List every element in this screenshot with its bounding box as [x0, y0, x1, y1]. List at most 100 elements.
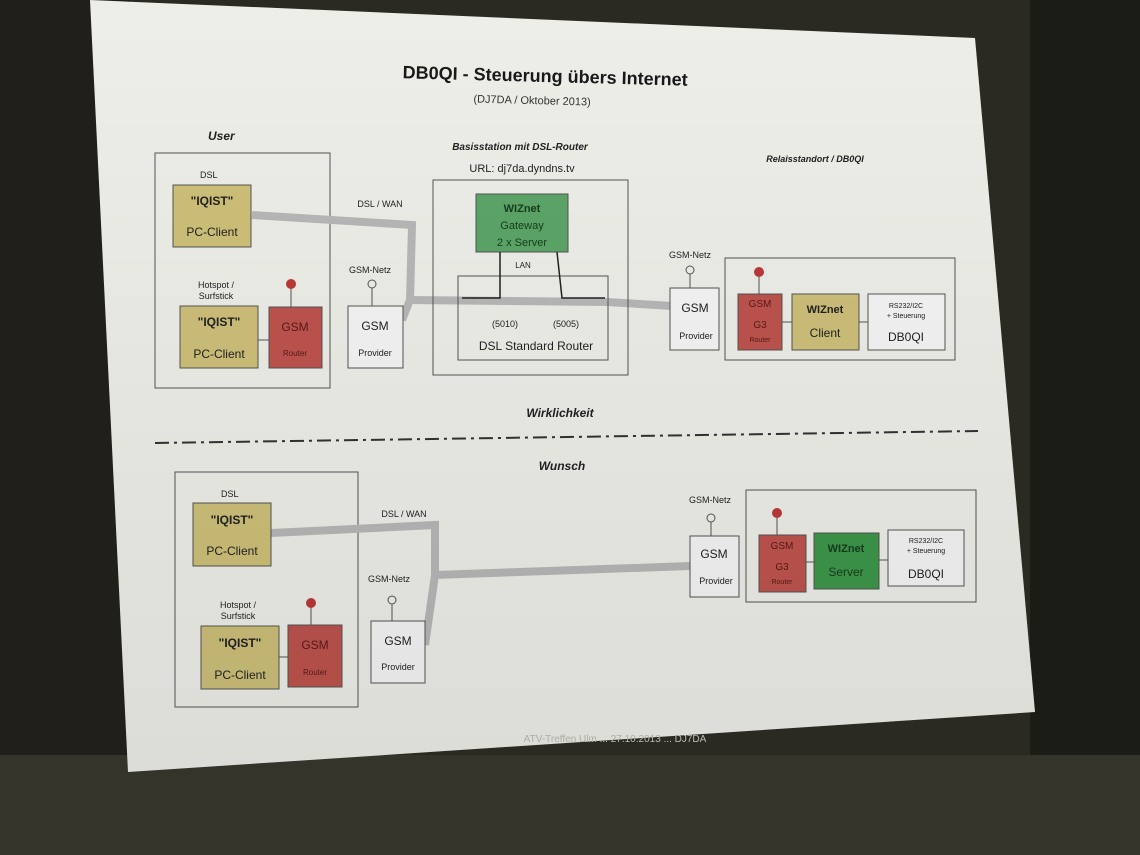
- top-lan-link-2: [556, 251, 605, 299]
- top-gsm-line-2: [606, 298, 673, 310]
- top-dsl-wan-label: DSL / WAN: [357, 199, 402, 209]
- bottom-gsm-g3-router[interactable]: [758, 534, 807, 593]
- top-dsl-label: DSL: [200, 170, 218, 180]
- top-gsm-provider-1-sub: Provider: [358, 348, 392, 358]
- bottom-pc-client-2-title: "IQIST": [219, 636, 262, 650]
- top-basis-label: Basisstation mit DSL-Router: [452, 142, 589, 153]
- bottom-dsl-wan-label: DSL / WAN: [381, 509, 426, 519]
- bottom-pc-client-1-sub: PC-Client: [206, 544, 258, 558]
- top-g3-router-antenna-tip: [754, 267, 764, 277]
- top-gsm-router-antenna-tip: [286, 279, 296, 289]
- top-db0qi-line1: RS232/I2C: [889, 303, 923, 310]
- bottom-gsm-provider-2[interactable]: [689, 535, 740, 598]
- dash-dot-divider: [154, 430, 979, 444]
- top-basis-box: [432, 179, 629, 376]
- top-wiznet-client-sub: Client: [810, 326, 841, 340]
- top-db0qi[interactable]: [867, 293, 946, 351]
- bottom-db0qi-title: DB0QI: [908, 567, 944, 581]
- room-background-bottom: [0, 755, 1140, 855]
- bottom-wunsch-label: Wunsch: [539, 459, 585, 473]
- top-gsm-router[interactable]: [268, 306, 323, 369]
- bottom-gsm-provider-1-title: GSM: [384, 634, 411, 648]
- bottom-pc-client-1-title: "IQIST": [211, 513, 254, 527]
- top-pc-client-2-sub: PC-Client: [193, 347, 245, 361]
- top-wiznet-gateway-title: WIZnet: [504, 203, 541, 215]
- top-wiznet-gateway[interactable]: [475, 193, 569, 253]
- top-wiznet-client[interactable]: [791, 293, 860, 351]
- top-gsm-g3-router-title: GSM: [749, 299, 772, 310]
- top-gsm-g3-router[interactable]: [737, 293, 783, 351]
- slide-subtitle: (DJ7DA / Oktober 2013): [473, 93, 591, 108]
- wirklichkeit-label: Wirklichkeit: [526, 406, 594, 420]
- top-user-label: User: [208, 129, 236, 143]
- top-gsm-provider-2[interactable]: [669, 287, 720, 351]
- bottom-user-box: [174, 471, 359, 708]
- bottom-gsm-router-sub: Router: [303, 668, 327, 677]
- bottom-g3-router-antenna-tip: [772, 508, 782, 518]
- top-port-1: (5010): [492, 319, 518, 329]
- top-dsl-router-label: DSL Standard Router: [479, 339, 593, 353]
- bottom-gsm-router-antenna-tip: [306, 598, 316, 608]
- top-gsm-provider-2-sub: Provider: [679, 331, 713, 341]
- top-pc-client-1[interactable]: [172, 184, 252, 248]
- top-dsl-wan-line: [251, 211, 608, 306]
- top-gsm-provider-1[interactable]: [347, 305, 404, 369]
- top-gsm-provider-2-title: GSM: [681, 301, 708, 315]
- top-pc-client-2-title: "IQIST": [198, 315, 241, 329]
- bottom-gsm-router[interactable]: [287, 624, 343, 688]
- room-background-right: [1030, 0, 1140, 855]
- top-hotspot-label-2: Surfstick: [199, 291, 234, 301]
- top-hotspot-label-1: Hotspot /: [198, 280, 235, 290]
- bottom-hotspot-label-1: Hotspot /: [220, 600, 257, 610]
- top-wiznet-client-title: WIZnet: [807, 304, 844, 316]
- bottom-wiznet-server[interactable]: [813, 532, 880, 590]
- bottom-db0qi-line2: + Steuerung: [907, 548, 945, 555]
- bottom-gsm-netz-label-1: GSM-Netz: [368, 574, 411, 584]
- top-gsm-router-sub: Router: [283, 349, 307, 358]
- bottom-gsm-provider-2-sub: Provider: [699, 576, 733, 586]
- bottom-gsm-provider-2-title: GSM: [700, 547, 727, 561]
- top-gsm-netz-label-1: GSM-Netz: [349, 265, 392, 275]
- bottom-gsm-provider-2-antenna: [706, 513, 716, 523]
- top-relais-label: Relaisstandort / DB0QI: [766, 154, 864, 164]
- top-pc-client-1-title: "IQIST": [191, 194, 234, 208]
- bottom-gsm-line: [421, 574, 439, 646]
- top-gsm-provider-1-title: GSM: [361, 319, 388, 333]
- top-pc-client-1-sub: PC-Client: [186, 225, 238, 239]
- bottom-gsm-provider-1[interactable]: [370, 620, 426, 684]
- bottom-db0qi-line1: RS232/I2C: [909, 538, 943, 545]
- bottom-gsm-provider-1-sub: Provider: [381, 662, 415, 672]
- bottom-gsm-g3-router-line2: G3: [775, 562, 789, 573]
- top-gsm-g3-router-line3: Router: [749, 337, 771, 344]
- top-gsm-provider-1-antenna: [367, 279, 377, 289]
- bottom-hotspot-label-2: Surfstick: [221, 611, 256, 621]
- bottom-pc-client-2-sub: PC-Client: [214, 668, 266, 682]
- top-lan-link-1: [462, 252, 501, 299]
- top-gsm-provider-2-antenna: [685, 265, 695, 275]
- slide-footer: ATV-Treffen Ulm ... 27.10.2013 ... DJ7DA: [524, 734, 707, 745]
- top-gsm-g3-router-line2: G3: [753, 320, 767, 331]
- top-wiznet-gateway-line2: Gateway: [500, 220, 544, 232]
- top-pc-client-2[interactable]: [179, 305, 259, 369]
- top-gsm-router-title: GSM: [281, 320, 308, 334]
- bottom-relais-box: [745, 489, 977, 603]
- bottom-gsm-g3-router-line3: Router: [771, 579, 793, 586]
- top-user-box: [154, 152, 331, 389]
- top-relais-box: [724, 257, 956, 361]
- top-gsm-netz-label-2: GSM-Netz: [669, 250, 712, 260]
- top-lan-label: LAN: [515, 261, 531, 270]
- top-wiznet-gateway-line3: 2 x Server: [497, 237, 547, 249]
- bottom-dsl-wan-line: [270, 520, 691, 580]
- bottom-gsm-router-title: GSM: [301, 638, 328, 652]
- bottom-gsm-provider-1-antenna: [387, 595, 397, 605]
- bottom-pc-client-1[interactable]: [192, 502, 272, 567]
- bottom-gsm-g3-router-title: GSM: [771, 541, 794, 552]
- top-port-2: (5005): [553, 319, 579, 329]
- top-db0qi-title: DB0QI: [888, 330, 924, 344]
- bottom-db0qi[interactable]: [887, 529, 965, 587]
- bottom-gsm-netz-label-2: GSM-Netz: [689, 495, 732, 505]
- slide-title: DB0QI - Steuerung übers Internet: [402, 62, 687, 89]
- bottom-pc-client-2[interactable]: [200, 625, 280, 690]
- bottom-dsl-label: DSL: [221, 489, 239, 499]
